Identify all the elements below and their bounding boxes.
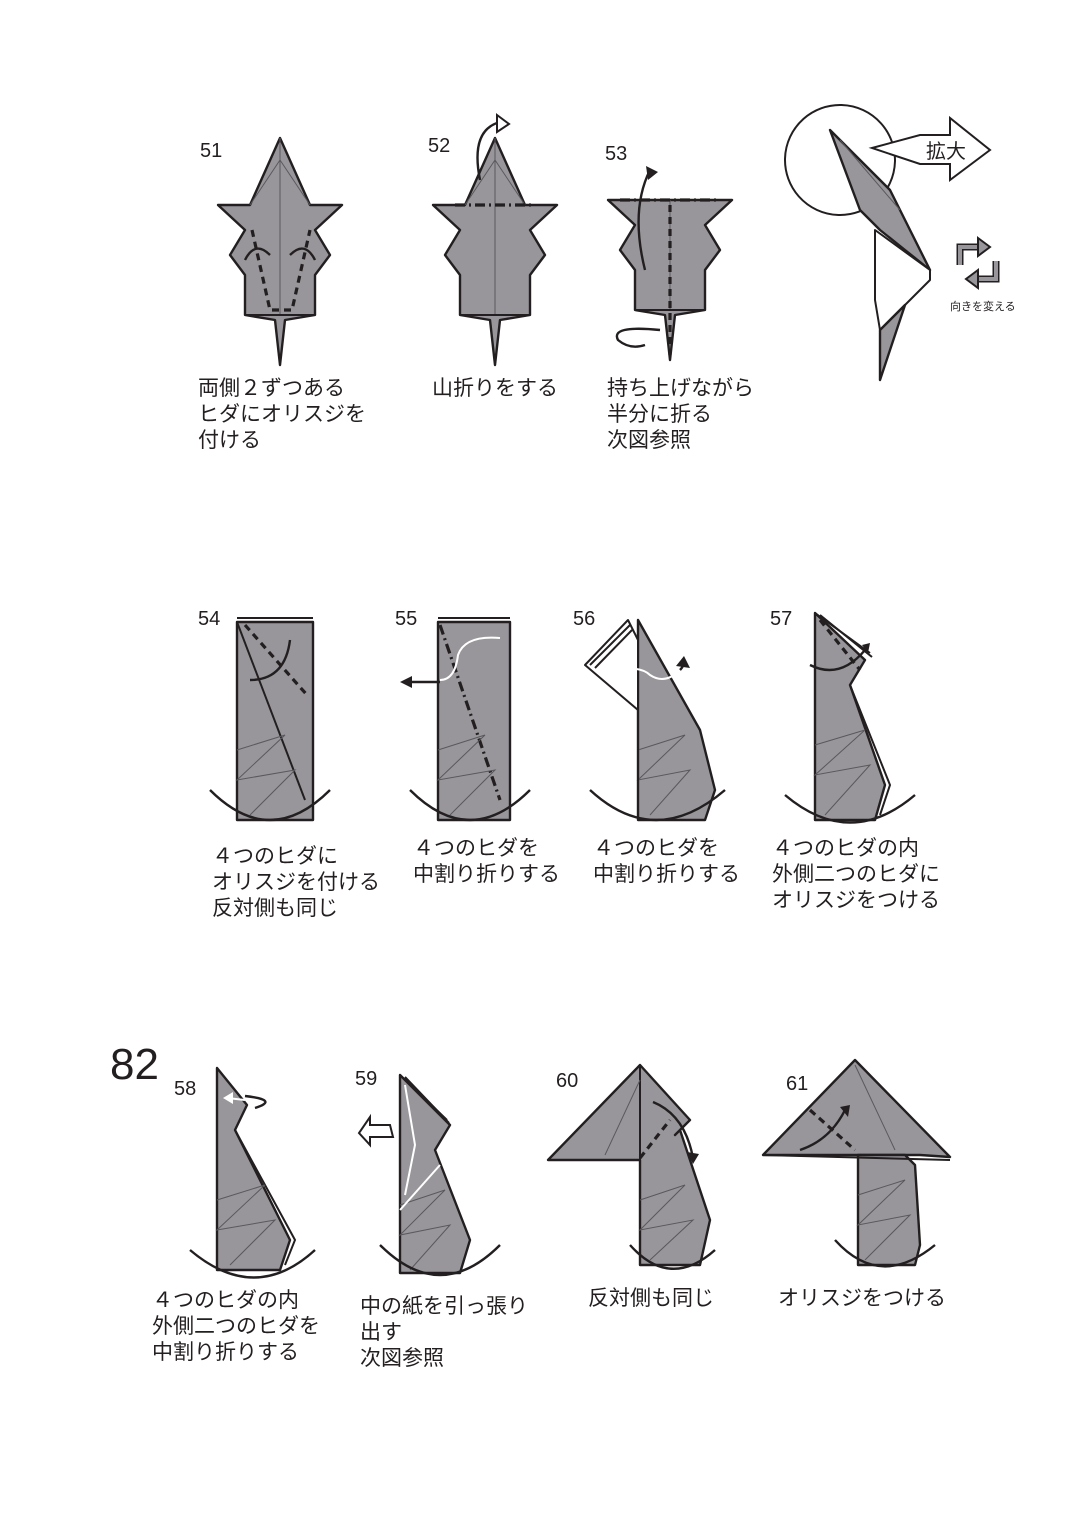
step-59-diagram <box>357 1073 501 1277</box>
step-60-diagram <box>546 1063 716 1270</box>
zoom-label: 拡大 <box>926 139 966 163</box>
step-55-diagram <box>400 617 531 822</box>
step-53-caption: 持ち上げながら 半分に折る 次図参照 <box>607 376 754 452</box>
step-59-caption: 中の紙を引っ張り 出す 次図参照 <box>360 1294 528 1370</box>
step-55-caption: ４つのヒダを 中割り折りする <box>413 836 560 886</box>
step-53-diagram <box>606 166 734 362</box>
step-52-caption: 山折りをする <box>432 376 558 400</box>
step-60-caption: 反対側も同じ <box>588 1286 714 1310</box>
step-58-caption: ４つのヒダの内 外側二つのヒダを 中割り折りする <box>152 1288 320 1364</box>
step-61-caption: オリスジをつける <box>778 1286 946 1310</box>
page-number: 82 <box>110 1040 159 1089</box>
step-53-number: 53 <box>605 143 628 165</box>
step-56-caption: ４つのヒダを 中割り折りする <box>593 836 740 886</box>
step-51-number: 51 <box>200 140 223 162</box>
step-61-number: 61 <box>786 1073 809 1095</box>
step-58-number: 58 <box>174 1078 197 1100</box>
step-54-caption: ４つのヒダに オリスジを付ける 反対側も同じ <box>212 844 380 920</box>
step-58-diagram <box>189 1066 316 1279</box>
step-59-number: 59 <box>355 1068 378 1090</box>
step-51-caption: 両側２ずつある ヒダにオリスジを 付ける <box>198 376 366 452</box>
step-61-diagram <box>761 1058 952 1268</box>
rotate-label: 向きを変える <box>950 300 1016 313</box>
step-54-diagram <box>209 617 331 822</box>
step-52-number: 52 <box>428 135 451 157</box>
step-57-caption: ４つのヒダの内 外側二つのヒダに オリスジをつける <box>772 836 940 912</box>
zoom-arrow-icon <box>868 115 992 182</box>
step-57-diagram <box>784 611 916 824</box>
step-55-number: 55 <box>395 608 418 630</box>
step-57-number: 57 <box>770 608 793 630</box>
rotate-arrows-icon <box>956 236 1000 290</box>
pull-arrow-icon <box>357 1113 395 1148</box>
step-52-diagram <box>431 113 559 367</box>
step-60-number: 60 <box>556 1070 579 1092</box>
step-51-diagram <box>216 136 344 367</box>
zoom-diagram <box>784 104 992 382</box>
step-54-number: 54 <box>198 608 221 630</box>
step-56-number: 56 <box>573 608 596 630</box>
step-56-diagram <box>584 618 726 822</box>
